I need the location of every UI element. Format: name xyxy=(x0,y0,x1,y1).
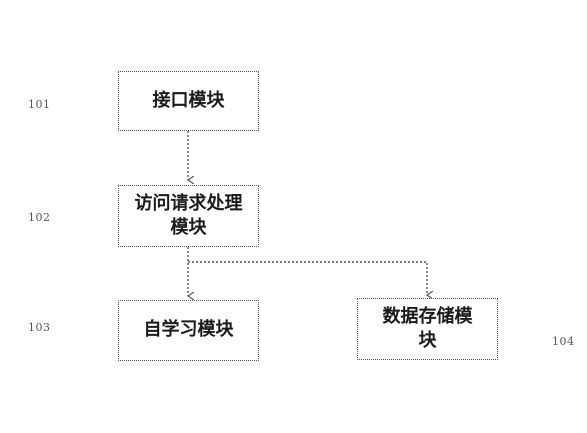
node-access-request-module-label: 访问请求处理模块 xyxy=(134,192,243,238)
node-self-learning-module-label: 自学习模块 xyxy=(143,319,234,341)
ref-label-101: 101 xyxy=(28,98,51,111)
node-data-storage-module: 数据存储模块 xyxy=(357,298,498,360)
edge-access-request-to-data-storage xyxy=(188,261,427,295)
node-interface-module: 接口模块 xyxy=(118,71,259,131)
node-data-storage-module-label: 数据存储模块 xyxy=(382,305,473,351)
ref-label-104: 104 xyxy=(552,335,575,348)
node-self-learning-module: 自学习模块 xyxy=(118,300,259,361)
node-interface-module-label: 接口模块 xyxy=(152,89,225,111)
node-access-request-module: 访问请求处理模块 xyxy=(118,185,259,247)
ref-label-102: 102 xyxy=(28,211,51,224)
ref-label-103: 103 xyxy=(28,321,51,334)
